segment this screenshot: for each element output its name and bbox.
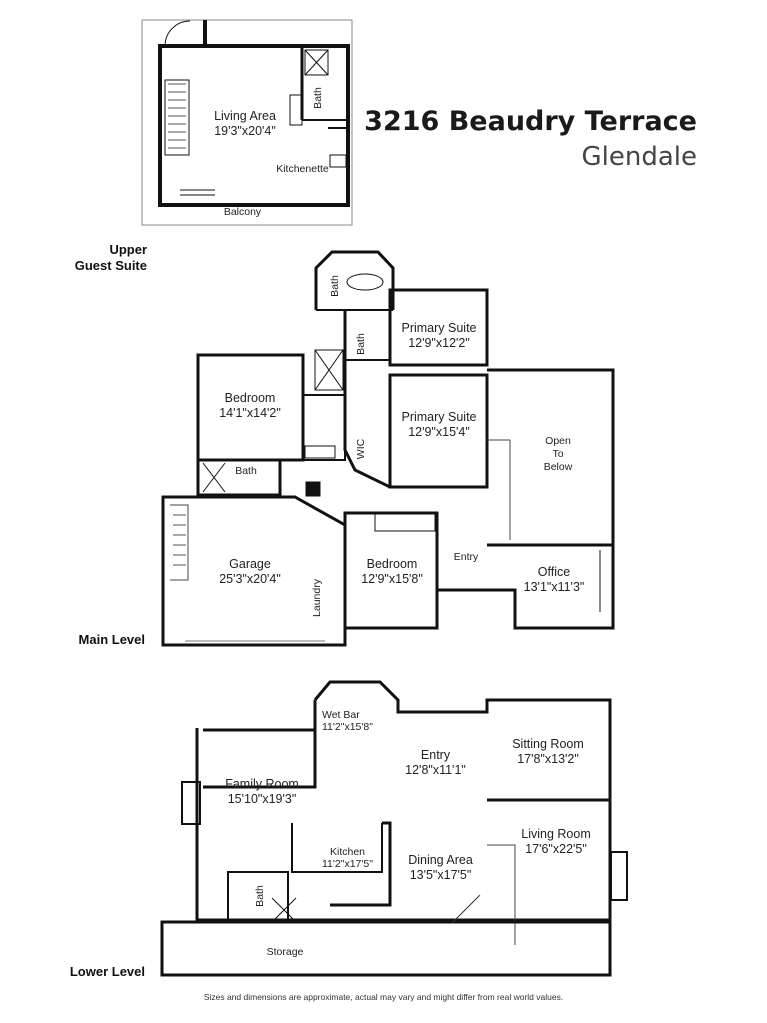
room-name: Living Area bbox=[214, 109, 276, 123]
room-dimension: 15'10"x19'3" bbox=[227, 792, 297, 806]
room-main-bath-3: Bath bbox=[235, 465, 257, 477]
level-label-upper-text: Upper Guest Suite bbox=[74, 242, 147, 273]
property-title: 3216 Beaudry Terrace Glendale bbox=[364, 105, 697, 175]
room-name: Bedroom bbox=[366, 557, 418, 571]
room-name: Kitchen bbox=[329, 846, 366, 858]
room-kitchen: Kitchen 11'2"x17'5" bbox=[315, 846, 380, 870]
room-main-bath-2: Bath bbox=[355, 333, 367, 355]
room-upper-balcony: Balcony bbox=[223, 206, 262, 218]
room-office: Office 13'1"x11'3" bbox=[515, 565, 593, 595]
level-label-main: Main Level bbox=[78, 632, 145, 647]
room-dimension: 17'8"x13'2" bbox=[517, 752, 579, 766]
room-main-entry: Entry bbox=[453, 551, 479, 563]
room-sitting: Sitting Room 17'8"x13'2" bbox=[498, 737, 598, 767]
room-dimension: 19'3"x20'4" bbox=[214, 124, 276, 138]
room-upper-bath: Bath bbox=[312, 87, 324, 109]
room-name: Primary Suite bbox=[401, 410, 477, 424]
room-name: Entry bbox=[420, 748, 451, 762]
room-name: Bedroom bbox=[224, 391, 276, 405]
room-name: Living Room bbox=[521, 827, 591, 841]
room-living: Living Room 17'6"x22'5" bbox=[510, 827, 602, 857]
room-primary-suite-2: Primary Suite 12'9"x15'4" bbox=[393, 410, 485, 440]
room-name: Primary Suite bbox=[401, 321, 477, 335]
address-text: 3216 Beaudry Terrace bbox=[364, 106, 697, 137]
room-wic: WIC bbox=[355, 438, 367, 460]
room-dimension: 14'1"x14'2" bbox=[219, 406, 281, 420]
room-dimension: 12'9"x15'4" bbox=[408, 425, 470, 439]
room-lower-bath: Bath bbox=[254, 885, 266, 907]
room-dimension: 13'5"x17'5" bbox=[409, 868, 472, 882]
room-name: Office bbox=[537, 565, 571, 579]
room-bedroom-1: Bedroom 14'1"x14'2" bbox=[205, 391, 295, 421]
level-label-upper: Upper Guest Suite bbox=[55, 242, 147, 274]
room-upper-living: Living Area 19'3"x20'4" bbox=[195, 109, 295, 139]
lower-level-plan bbox=[160, 680, 628, 977]
room-bedroom-2: Bedroom 12'9"x15'8" bbox=[348, 557, 436, 587]
room-dimension: 25'3"x20'4" bbox=[219, 572, 281, 586]
room-wet-bar: Wet Bar 11'2"x15'8" bbox=[322, 709, 382, 733]
room-dimension: 11'2"x15'8" bbox=[322, 721, 373, 733]
room-upper-kitchenette: Kitchenette bbox=[276, 163, 329, 175]
room-name: Garage bbox=[229, 557, 271, 571]
room-dimension: 12'9"x15'8" bbox=[361, 572, 423, 586]
room-dimension: 12'9"x12'2" bbox=[408, 336, 470, 350]
room-storage: Storage bbox=[266, 946, 304, 958]
room-family: Family Room 15'10"x19'3" bbox=[212, 777, 312, 807]
level-label-lower: Lower Level bbox=[69, 964, 145, 979]
room-name: Wet Bar bbox=[322, 709, 360, 721]
room-garage: Garage 25'3"x20'4" bbox=[195, 557, 305, 587]
upper-suite-plan bbox=[141, 19, 353, 226]
city-text: Glendale bbox=[581, 142, 697, 172]
room-dining: Dining Area 13'5"x17'5" bbox=[398, 853, 483, 883]
room-name: Dining Area bbox=[408, 853, 473, 867]
room-lower-entry: Entry 12'8"x11'1" bbox=[398, 748, 473, 778]
room-laundry: Laundry bbox=[311, 579, 323, 617]
room-dimension: 12'8"x11'1" bbox=[405, 763, 466, 777]
room-dimension: 17'6"x22'5" bbox=[525, 842, 587, 856]
room-primary-suite-1: Primary Suite 12'9"x12'2" bbox=[393, 321, 485, 351]
room-dimension: 11'2"x17'5" bbox=[322, 858, 373, 870]
room-open-to-below: Open To Below bbox=[543, 435, 573, 473]
room-name: Family Room bbox=[225, 777, 299, 791]
room-dimension: 13'1"x11'3" bbox=[523, 580, 585, 594]
main-level-plan bbox=[161, 250, 615, 647]
room-main-bath-top: Bath bbox=[329, 275, 341, 297]
room-name: Sitting Room bbox=[512, 737, 584, 751]
disclaimer-text: Sizes and dimensions are approximate, ac… bbox=[203, 992, 564, 1002]
